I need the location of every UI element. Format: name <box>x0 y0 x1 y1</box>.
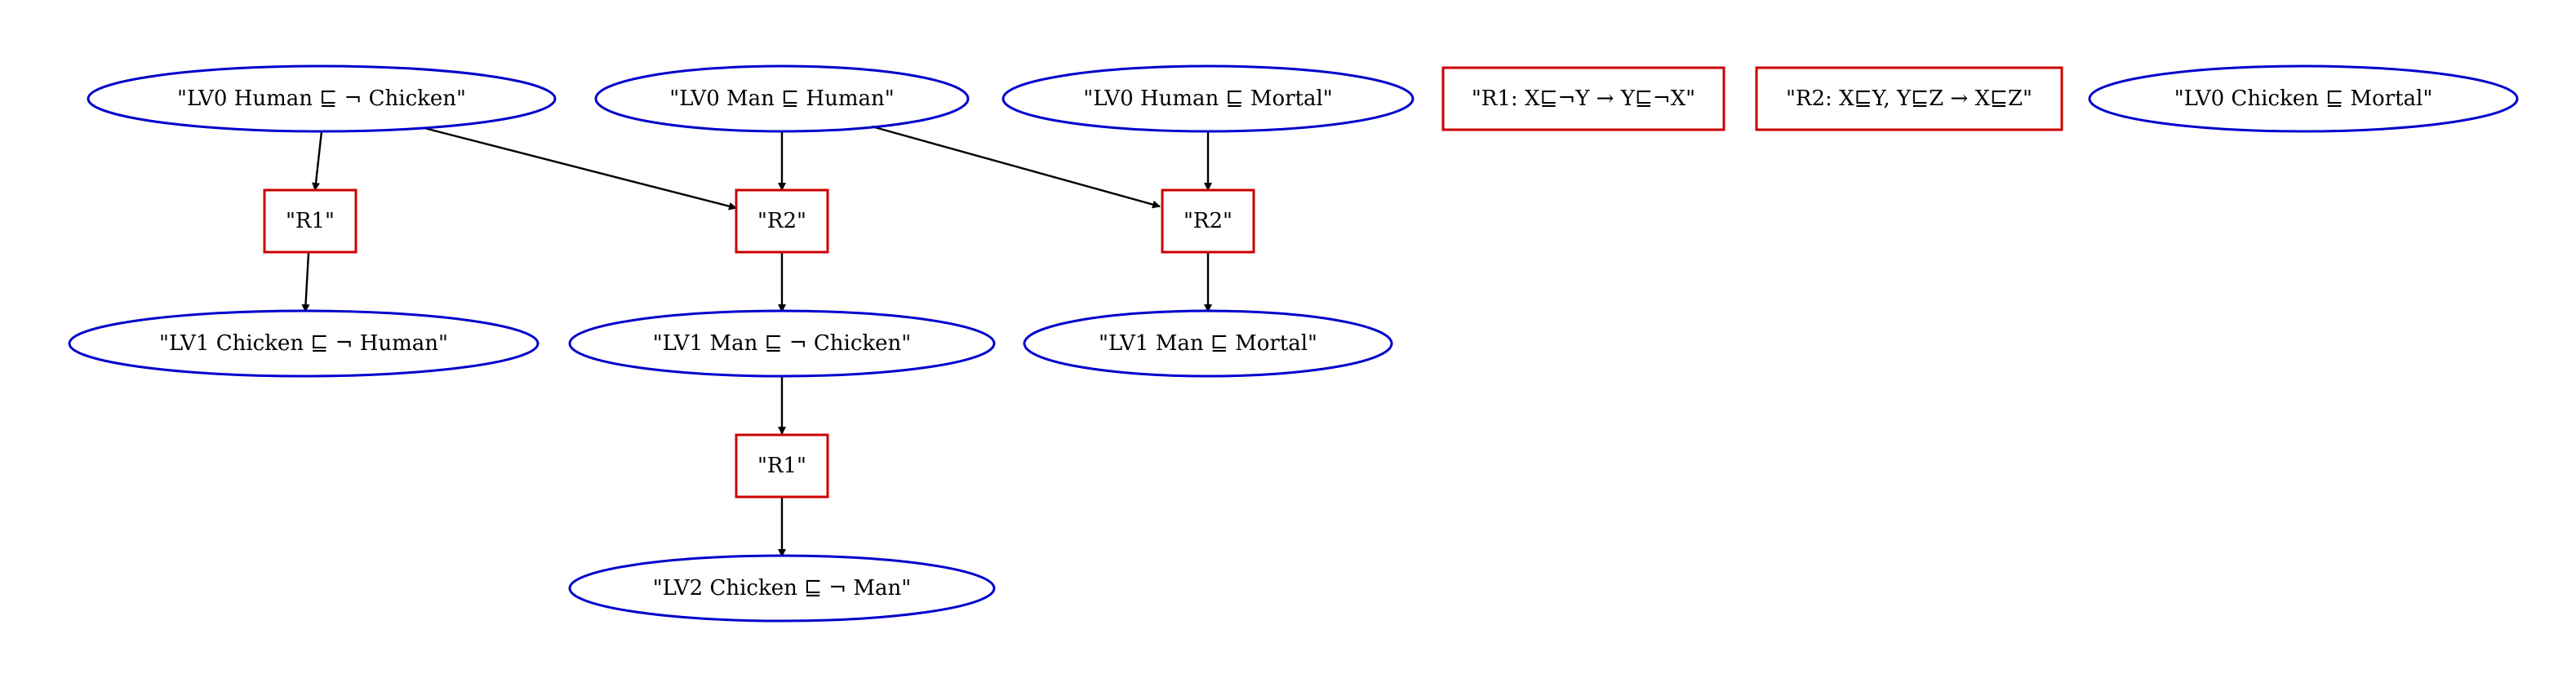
edges <box>301 125 1212 557</box>
statement-label: "LV0 Man ⊑ Human" <box>669 86 894 111</box>
statement-label: "LV0 Chicken ⊑ Mortal" <box>2174 86 2433 111</box>
rule-legend-label: "R1: X⊑¬Y → Y⊑¬X" <box>1472 86 1695 111</box>
statement-label: "LV2 Chicken ⊑ ¬ Man" <box>653 576 912 601</box>
rule-node-r2-second: "R2" <box>1161 188 1255 254</box>
rule-node-r1-second: "R1" <box>735 433 829 499</box>
rule-label: "R1" <box>757 454 806 478</box>
statement-label: "LV0 Human ⊑ ¬ Chicken" <box>177 86 466 111</box>
statement-node-lv0-human-not-chicken: "LV0 Human ⊑ ¬ Chicken" <box>87 64 557 133</box>
edge-human-not-chicken-to-r2 <box>424 126 737 211</box>
statement-label: "LV1 Chicken ⊑ ¬ Human" <box>159 331 448 356</box>
rule-legend-r2: "R2: X⊑Y, Y⊑Z → X⊑Z" <box>1755 66 2063 131</box>
statement-node-lv1-chicken-not-human: "LV1 Chicken ⊑ ¬ Human" <box>68 309 540 378</box>
rule-legend-r1: "R1: X⊑¬Y → Y⊑¬X" <box>1441 66 1725 131</box>
rule-node-r1-first: "R1" <box>263 188 358 254</box>
statement-node-lv1-man-not-chicken: "LV1 Man ⊑ ¬ Chicken" <box>568 309 996 378</box>
edge-r1-to-chicken-not-human <box>301 252 310 312</box>
statement-node-lv0-man-human: "LV0 Man ⊑ Human" <box>594 64 970 133</box>
statement-label: "LV1 Man ⊑ ¬ Chicken" <box>653 331 912 356</box>
rule-node-r2-first: "R2" <box>735 188 829 254</box>
rule-legend-label: "R2: X⊑Y, Y⊑Z → X⊑Z" <box>1786 86 2032 111</box>
edge-human-not-chicken-to-r1 <box>312 131 323 191</box>
rule-label: "R2" <box>1184 209 1232 233</box>
statement-node-lv0-chicken-mortal: "LV0 Chicken ⊑ Mortal" <box>2088 64 2519 133</box>
rule-label: "R2" <box>757 209 806 233</box>
rule-label: "R1" <box>286 209 335 233</box>
statement-node-lv0-human-mortal: "LV0 Human ⊑ Mortal" <box>1002 64 1415 133</box>
statement-label: "LV1 Man ⊑ Mortal" <box>1099 331 1317 356</box>
statement-label: "LV0 Human ⊑ Mortal" <box>1083 86 1333 111</box>
statement-node-lv2-chicken-not-man: "LV2 Chicken ⊑ ¬ Man" <box>568 554 996 623</box>
edge-man-human-to-r2-right <box>871 125 1161 209</box>
statement-node-lv1-man-mortal: "LV1 Man ⊑ Mortal" <box>1023 309 1393 378</box>
